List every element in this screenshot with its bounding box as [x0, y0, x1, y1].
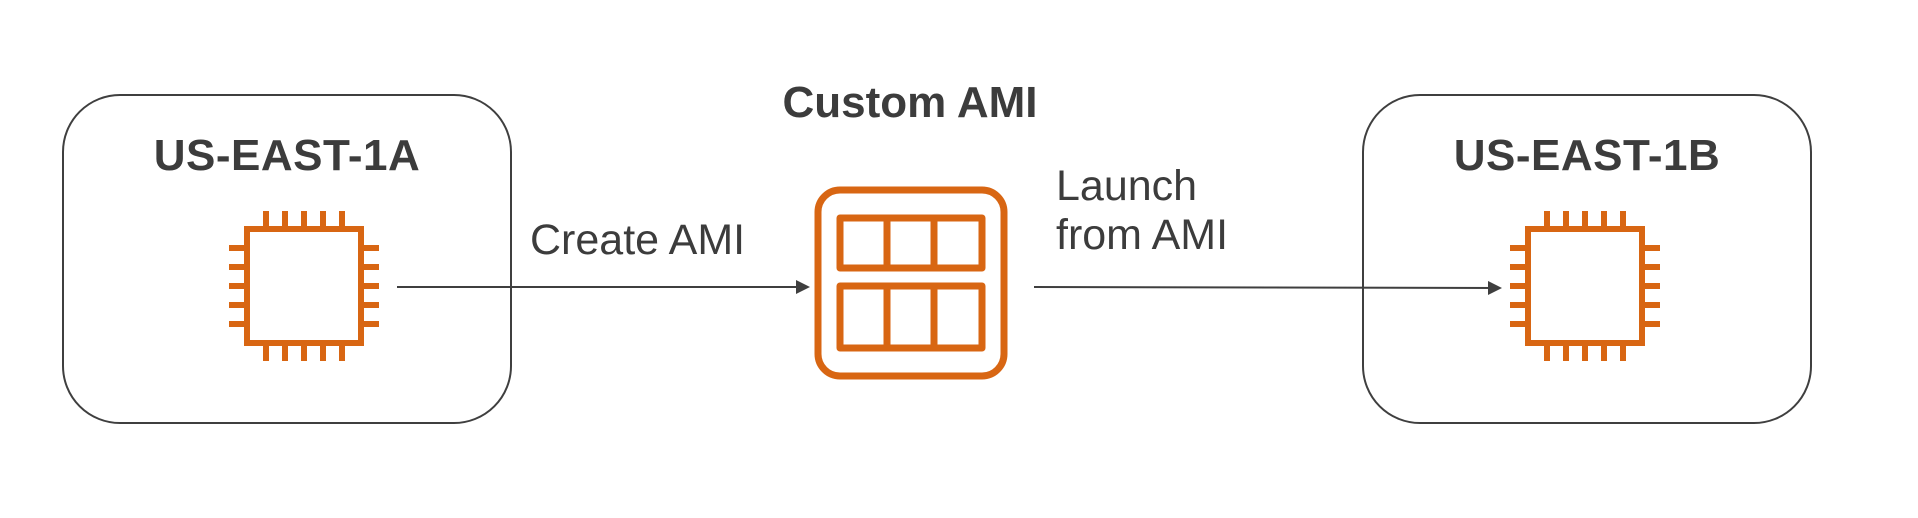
az-title-us-east-1b: US-EAST-1B — [1453, 131, 1721, 180]
edge-label-launch-line2: from AMI — [1056, 211, 1229, 260]
az-box-us-east-1a: US-EAST-1A — [62, 94, 512, 424]
ec2-instance-chip-icon — [229, 211, 379, 361]
ec2-instance-chip-icon — [1510, 211, 1660, 361]
edge-label-create-ami: Create AMI — [530, 216, 746, 264]
edge-label-launch-from-ami: Launch from AMI — [1056, 162, 1228, 261]
ami-icon — [814, 186, 1008, 380]
ami-title: Custom AMI — [782, 78, 1038, 127]
az-title-us-east-1a: US-EAST-1A — [153, 131, 421, 180]
edge-label-launch-line1: Launch — [1056, 162, 1198, 210]
